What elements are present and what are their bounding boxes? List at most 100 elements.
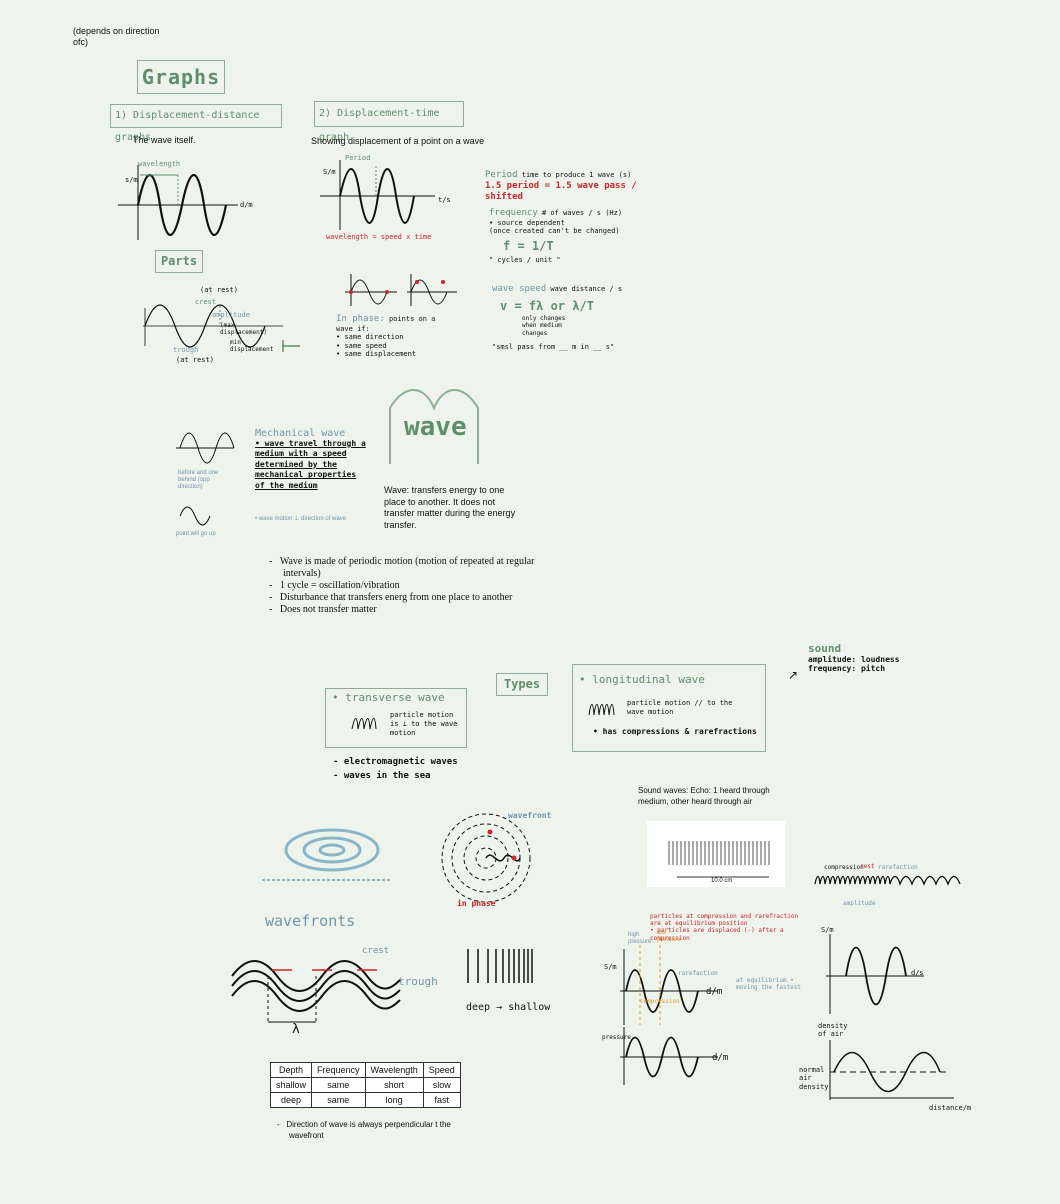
wavespeed-text: wave distance / s [550,285,623,293]
deep-shallow: deep → shallow [466,1002,551,1013]
dt-caption: Showing displacement of a point on a wav… [311,136,485,146]
wavefronts-crest: crest [362,946,390,956]
depth-table: Depth Frequency Wavelength Speed shallow… [269,1062,461,1108]
long-top: particles at compression and rarefractio… [650,913,799,928]
long-displacement-graph [620,945,718,1025]
long-sub: • particles are displaced (-) after a co… [650,927,784,942]
page-title: Graphs [141,65,221,89]
in-phase-note: In phase: points on a wave if: • same di… [336,314,456,358]
long-low: low pressure [657,930,681,944]
transverse-ex2: - waves in the sea [333,771,431,781]
mech-left-b: point will go up [176,531,216,537]
dt-title: 2) Displacement-time graph [319,108,440,143]
longitudinal-box: • longitudinal wave particle motion // t… [572,664,766,752]
long-top-note: particles at compression and rarefractio… [650,913,800,942]
dt-ylab: S/m [323,168,336,176]
longitudinal-sub: • has compressions & rarefractions [593,727,757,736]
wavefronts-lambda: λ [292,1022,300,1037]
spring-figure: 10.0 cm [647,821,785,887]
dt-period: Period [345,154,371,162]
frequency-line3: (once created can't be changed) [489,227,620,236]
table-row: shallow same short slow [269,1077,461,1093]
table-header: Depth [269,1062,313,1078]
wavefront-label: wavefront [508,811,552,820]
in-phase-item: • same speed [336,341,387,350]
table-header-row: Depth Frequency Wavelength Speed [269,1062,461,1078]
parts-max-disp: (max displacement) [220,322,267,337]
in-phase-item: • same direction [336,333,404,342]
types-box: Types [496,673,548,696]
sound-waves-text: Sound waves: Echo: 1 heard through mediu… [638,786,770,806]
table-cell: slow [422,1077,461,1093]
mech-left-a: before and one behind (opp direction) [178,470,219,491]
wavespeed-note: wave speed wave distance / s v = fλ or λ… [492,284,652,351]
long-ylab2: pressure [602,1034,631,1041]
wavefronts-title: wavefronts [265,912,356,930]
right-distance: distance/m [929,1104,972,1112]
parts-at-rest-bottom: (at rest) [176,356,214,364]
frequency-footer: " cycles / unit " [489,255,561,264]
dd-caption: The wave itself. [133,135,196,145]
in-phase-item: • same displacement [336,349,417,358]
dt-formula: wavelength = speed x time [326,233,432,241]
transverse-text: particle motion is ⊥ to the wave motion [390,711,458,738]
circular-wavefronts [441,813,531,903]
sound-l1: amplitude: loudness [808,655,900,664]
right-amp: amplitude [843,900,876,907]
spring-icon [588,704,615,716]
long-pressure-graph [620,1027,718,1085]
dd-xlab: d/m [240,201,253,209]
right-rest: rest [860,863,875,870]
in-phase-text: points on a wave if: [336,315,436,333]
long-equil: at equilibrium • moving the fastest [736,977,802,992]
right-normal: normal air density [799,1066,829,1091]
table-cell: shallow [269,1077,313,1093]
dd-ylab: s/m [125,176,138,184]
in-phase-head: In phase: [336,314,385,324]
frequency-head: frequency [489,208,538,218]
in-phase-label: in phase [457,899,496,908]
period-head: Period [485,170,518,180]
right-displacement-graph [826,934,924,1014]
parts-min-disp: min displacement [230,339,274,354]
longitudinal-head: • longitudinal wave [579,673,705,686]
parts-crest: crest [195,298,217,306]
compression-spring-sketch [814,875,961,886]
wavespeed-sub: only changes when medium changes [522,315,566,337]
mech-sketch-b [179,506,211,526]
parts-box: Parts [155,250,203,273]
wavefronts-diagram [231,960,401,1023]
table-cell: deep [269,1092,313,1108]
right-rare: rarefaction [878,864,918,871]
period-note: Period time to produce 1 wave (s) 1.5 pe… [485,170,665,202]
dd-title-box: 1) Displacement-distance graphs [110,104,282,143]
top-note: (depends on direction ofc) [73,26,160,48]
parts-trough: trough [173,346,199,354]
parts-at-rest-top: (at rest) [200,286,238,294]
mechanical-head: Mechanical wave [255,428,346,439]
table-cell: same [311,1077,366,1093]
right-xlab: d/s [911,969,924,977]
wave-definition: Wave: transfers energy to one place to a… [384,485,516,531]
dd-title: 1) Displacement-distance graphs [115,110,260,143]
long-xlab2: d/m [712,1053,729,1063]
frequency-formula: f = 1/T [503,238,554,253]
frequency-line2: • source dependent [489,218,565,227]
wave-logo-outline [389,389,479,464]
table-cell: short [364,1077,424,1093]
title-box: Graphs [137,60,225,94]
long-xlab: d/m [706,987,723,997]
table-row: deep same long fast [269,1092,461,1108]
dt-title-box: 2) Displacement-time graph [314,101,464,143]
sound-head: sound [808,642,842,655]
table-header: Frequency [311,1062,366,1078]
wavefronts-trough: trough [398,975,438,988]
dd-wavelength: wavelength [138,160,181,168]
parts-amplitude: amplitude [212,311,250,319]
long-compression: compression [640,998,680,1005]
longitudinal-text: particle motion // to the wave motion [627,699,733,717]
right-density-graph [829,1040,954,1100]
in-phase-sketches [345,274,457,306]
long-ylab: S/m [604,963,617,971]
dd-wave-graph [118,165,238,240]
